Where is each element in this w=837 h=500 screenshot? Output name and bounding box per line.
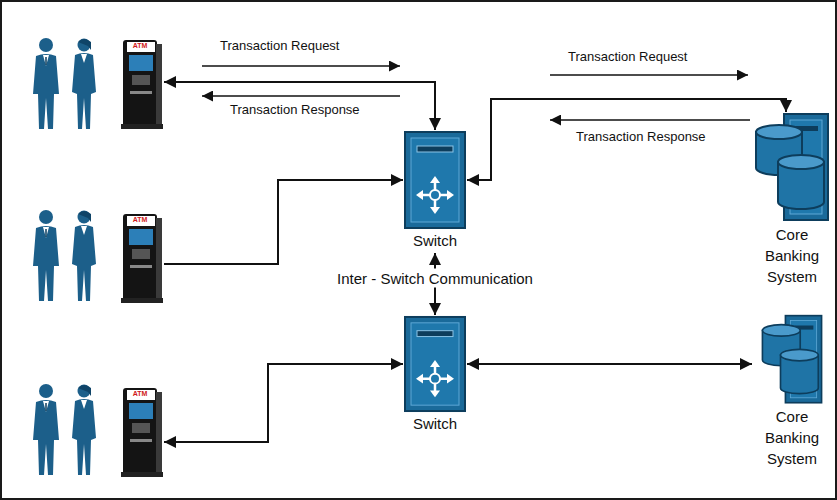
flow-label: Transaction Request <box>568 49 687 64</box>
connector <box>164 364 403 442</box>
core-banking-server-icon <box>762 316 821 403</box>
icon-frame <box>403 130 467 230</box>
connector <box>164 82 435 130</box>
node-label: Core Banking System <box>750 224 834 287</box>
atm-machine: ATM <box>120 386 164 478</box>
switch-server: Switch <box>400 315 470 434</box>
atm-machine: ATM <box>120 212 164 304</box>
icon-frame <box>752 314 832 406</box>
atm-machine: ATM <box>120 38 164 130</box>
core-banking-server: Core Banking System <box>750 314 834 469</box>
atm-shape <box>120 212 164 304</box>
switch-server-icon <box>405 317 465 411</box>
icon-shape <box>752 314 832 406</box>
core-banking-server: Core Banking System <box>750 112 834 287</box>
request-arrow <box>550 74 748 76</box>
connector <box>467 363 752 365</box>
icon-frame <box>403 315 467 413</box>
icon-shape <box>403 130 467 230</box>
node-label: Switch <box>400 413 470 434</box>
customers <box>33 210 96 301</box>
customers <box>33 384 96 475</box>
node-label: Switch <box>400 230 470 251</box>
switch-server: Switch <box>400 130 470 251</box>
atm-icon <box>121 40 163 129</box>
request-arrow <box>202 65 400 67</box>
icon-shape <box>403 315 467 413</box>
node-label: Core Banking System <box>750 406 834 469</box>
flow-label: Transaction Response <box>230 102 360 117</box>
atm-shape <box>120 386 164 478</box>
flow-label: Transaction Request <box>220 38 339 53</box>
core-banking-server-icon <box>756 114 828 220</box>
atm-shape <box>120 38 164 130</box>
atm-label: ATM <box>123 386 157 399</box>
atm-icon <box>121 388 163 477</box>
response-arrow <box>550 119 750 121</box>
atm-label: ATM <box>123 212 157 225</box>
connector <box>467 99 786 180</box>
atm-label: ATM <box>123 38 157 51</box>
response-arrow <box>202 95 400 97</box>
switch-server-icon <box>405 132 465 228</box>
flow-label: Transaction Response <box>576 129 706 144</box>
connector-label: Inter - Switch Communication <box>333 269 537 288</box>
icon-frame <box>752 112 832 224</box>
customers <box>33 38 96 129</box>
atm-icon <box>121 214 163 303</box>
connector <box>164 180 403 264</box>
icon-shape <box>752 112 832 224</box>
